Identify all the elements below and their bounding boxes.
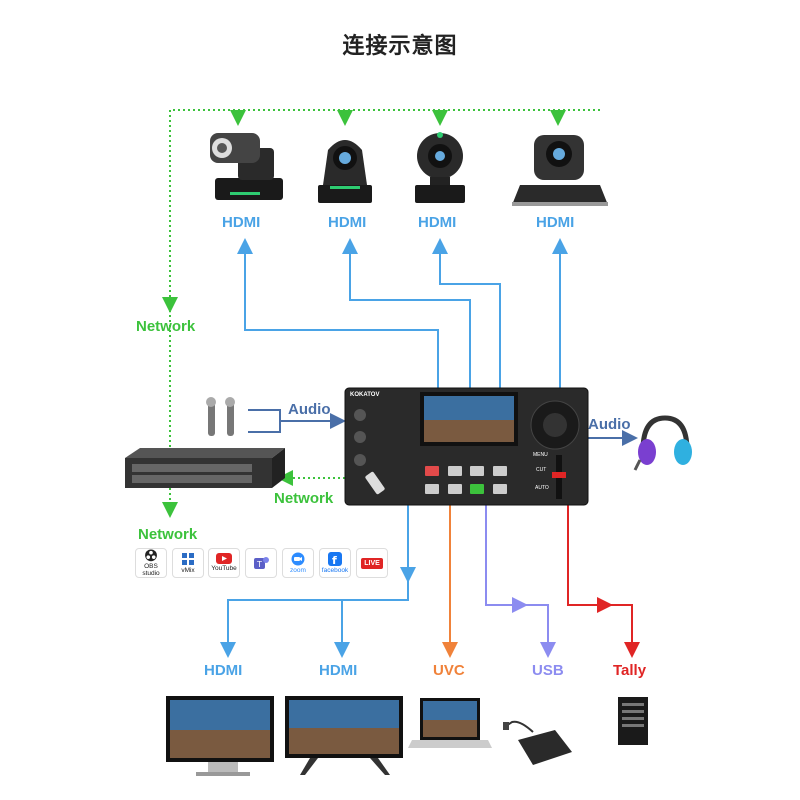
youtube-icon: YouTube	[208, 548, 240, 578]
tally-label: Tally	[613, 662, 647, 679]
hdmi-output-2-label: HDMI	[319, 662, 358, 679]
youtube-play-icon	[216, 553, 232, 565]
device-brand: KOKATOV	[350, 392, 380, 398]
usb-line	[485, 505, 556, 658]
audio-in-label: Audio	[288, 401, 331, 418]
youtube-text: YouTube	[211, 565, 237, 573]
headset-icon	[633, 415, 692, 471]
hdmi-camera-3-label: HDMI	[418, 214, 457, 231]
uvc-label: UVC	[433, 662, 465, 679]
teams-logo-icon: T	[254, 557, 269, 569]
facebook-text: facebook	[321, 566, 349, 574]
audio-in-line	[248, 409, 346, 433]
ptz-camera-2	[318, 140, 372, 203]
hdmi-camera-lines	[237, 238, 568, 388]
vmix-icon: vMix	[172, 548, 204, 578]
ptz-camera-4	[512, 135, 608, 206]
hdmi-output-lines	[220, 505, 416, 658]
usb-drive-icon	[503, 720, 572, 765]
live-badge: LIVE	[361, 557, 383, 570]
ptz-camera-3	[415, 132, 465, 203]
facebook-icon: f facebook	[319, 548, 351, 578]
ptz-camera-1	[210, 133, 283, 200]
vmix-text: vMix	[181, 566, 195, 574]
zoom-camera-icon	[291, 552, 305, 566]
device-menu-key: MENU	[533, 452, 548, 458]
zoom-text: zoom	[290, 566, 306, 574]
svg-text:T: T	[256, 560, 262, 569]
monitor-1-icon	[166, 696, 274, 776]
svg-text:f: f	[332, 554, 337, 566]
hdmi-camera-1-label: HDMI	[222, 214, 261, 231]
network-bus-line	[162, 109, 600, 452]
monitor-2-icon	[285, 696, 403, 775]
obs-logo-icon	[145, 549, 157, 562]
zoom-icon: zoom	[282, 548, 314, 578]
diagram-title: 连接示意图	[342, 34, 458, 59]
network-switch-label: Network	[274, 490, 334, 507]
network-left-label: Network	[136, 318, 196, 335]
device-cut-key: CUT	[536, 467, 547, 473]
tally-line	[567, 505, 640, 658]
teams-icon: T	[245, 548, 277, 578]
hdmi-camera-4-label: HDMI	[536, 214, 575, 231]
usb-label: USB	[532, 662, 564, 679]
device-auto-key: AUTO	[535, 485, 549, 491]
live-icon: LIVE	[356, 548, 388, 578]
microphone-icon	[206, 397, 235, 436]
obs-studio-icon: OBS studio	[135, 548, 167, 578]
obs-studio-text: OBS studio	[142, 562, 160, 577]
tally-box-icon	[618, 697, 648, 745]
facebook-f-icon: f	[328, 551, 342, 566]
video-switcher-device	[344, 387, 589, 506]
vmix-grid-icon	[182, 552, 194, 565]
laptop-icon	[408, 698, 492, 748]
audio-out-label: Audio	[588, 416, 631, 433]
hdmi-camera-2-label: HDMI	[328, 214, 367, 231]
hdmi-output-1-label: HDMI	[204, 662, 243, 679]
network-switch-icon	[125, 448, 285, 488]
network-bottom-label: Network	[138, 526, 198, 543]
